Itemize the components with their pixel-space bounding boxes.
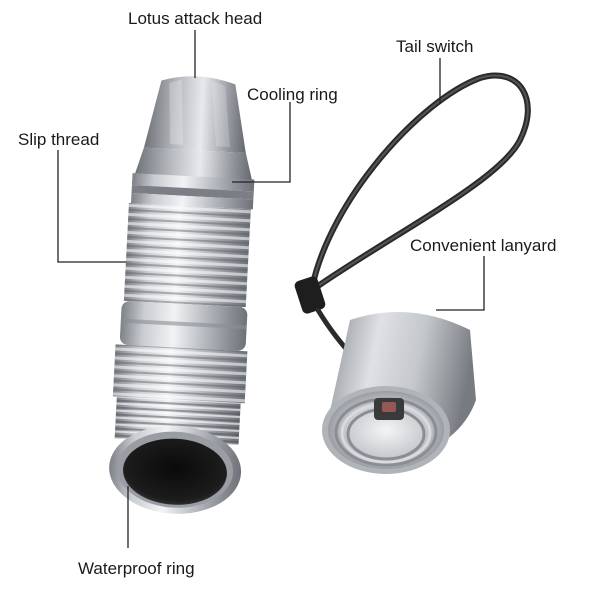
label-convenient-lanyard: Convenient lanyard — [410, 236, 557, 255]
label-slip-thread: Slip thread — [18, 130, 100, 149]
leader-lines — [57, 30, 485, 548]
tail-cap — [322, 312, 476, 474]
label-cooling-ring: Cooling ring — [247, 85, 338, 104]
label-tail-switch: Tail switch — [396, 37, 474, 56]
flashlight-body — [109, 76, 255, 514]
label-waterproof-ring: Waterproof ring — [78, 559, 195, 578]
label-lotus-attack-head: Lotus attack head — [128, 9, 263, 28]
lanyard — [294, 72, 531, 359]
